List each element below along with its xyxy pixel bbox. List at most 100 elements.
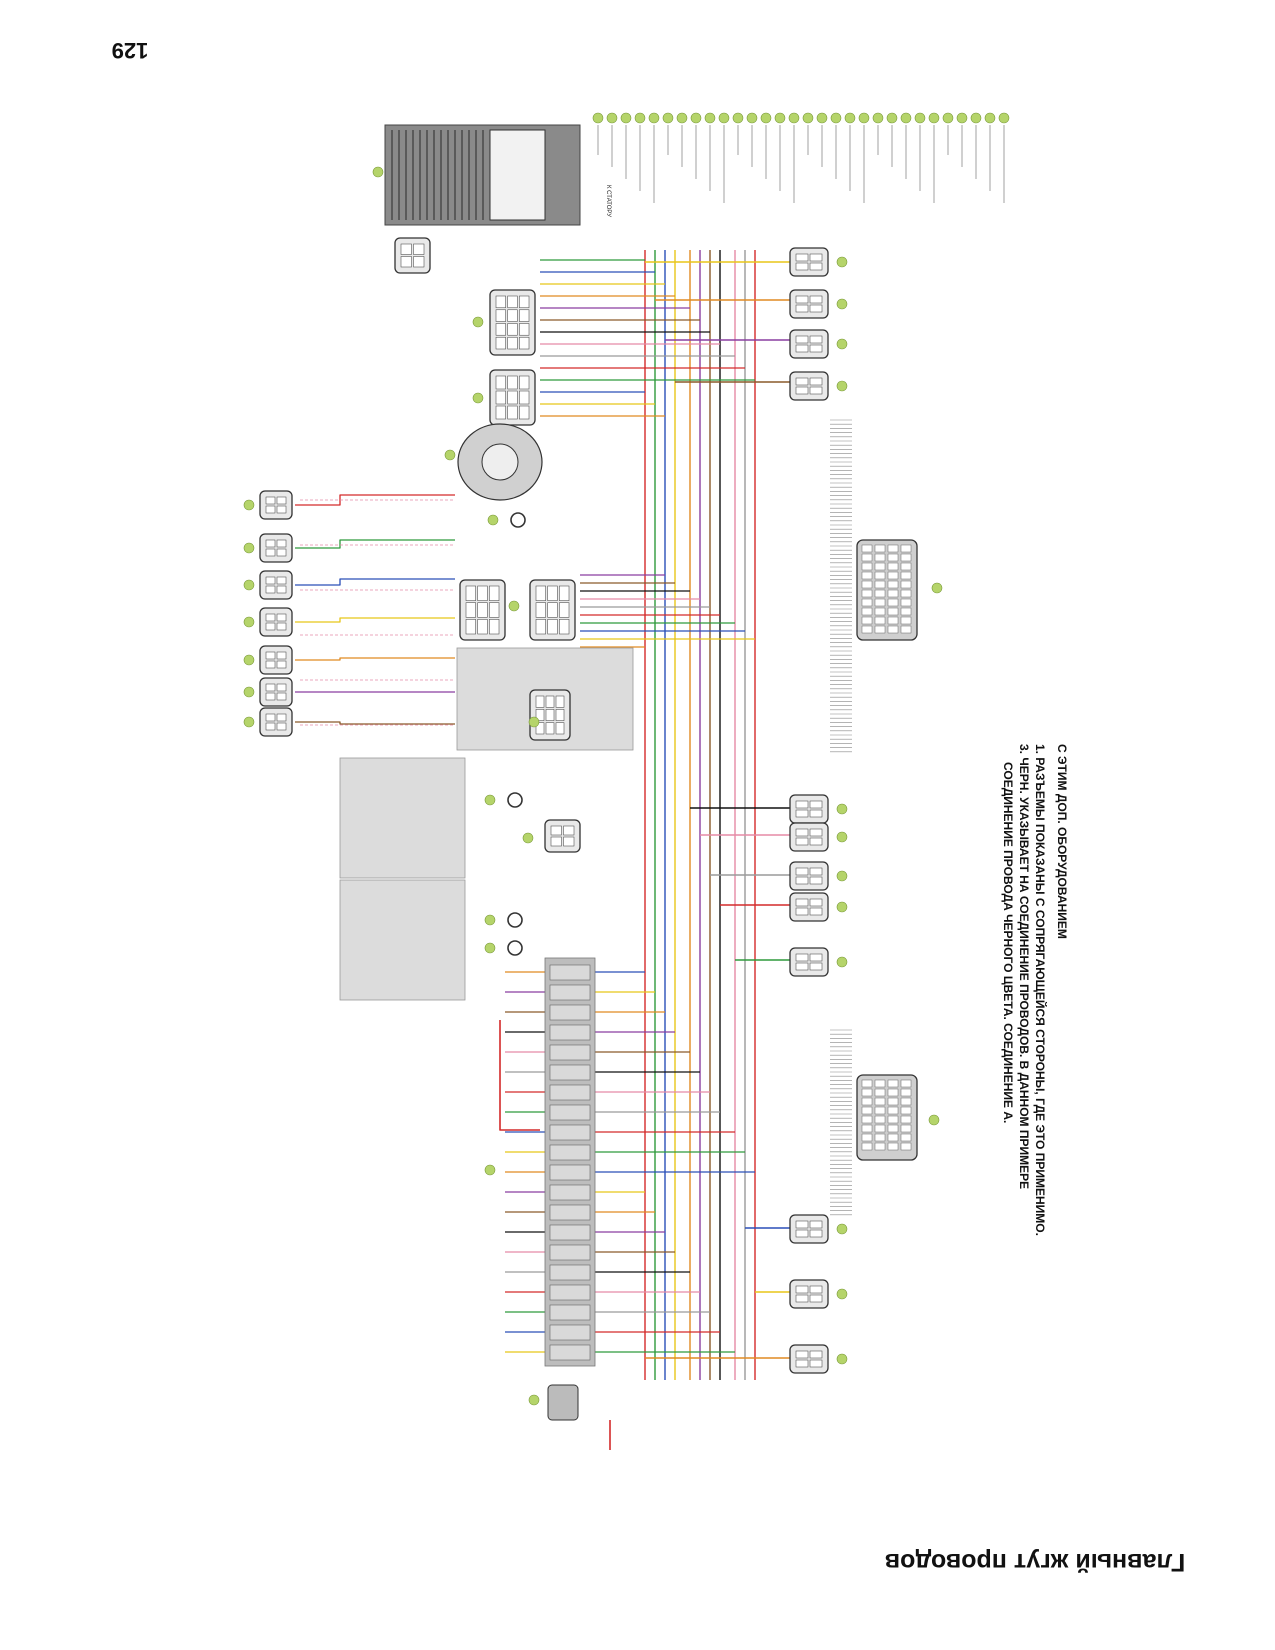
harness-connector-pin [507,375,518,390]
harness-connector-pin [559,619,570,635]
sensor-connector-pin [795,1294,809,1303]
left-connector-pin [265,505,276,514]
left-connector-pin [265,692,276,701]
left-connector [259,607,293,637]
ecu-pin [874,616,886,625]
left-connector-pin [276,651,287,660]
left-connector-pin [265,660,276,669]
notes-line-1: 1. РАЗЪЕМЫ ПОКАЗАНЫ С СОПРЯГАЮЩЕЙСЯ СТОР… [1033,744,1048,1236]
left-connector-pin [265,683,276,692]
component-number-badge [484,914,496,926]
fuse-cell [549,1004,591,1021]
left-connector [259,645,293,675]
throttle-position-sensor [457,423,543,501]
harness-connector-pin [489,585,500,601]
ecu-pin [887,1124,899,1133]
regulator-plug [489,129,546,221]
harness-connector-pin [489,619,500,635]
harness-connector-pin [507,336,518,350]
harness-connector-pin [495,323,506,336]
ecu-pin [887,553,899,562]
fuse-cell [549,1084,591,1101]
left-connector-body [259,677,293,707]
harness-connector-pin [547,585,558,601]
left-connector-pin [265,613,276,622]
ecu-connector-main [856,539,918,641]
component-number-badge [243,716,255,728]
harness-connector-pin [495,375,506,390]
left-connector-pin [265,651,276,660]
component-number-badge [836,831,848,843]
harness-connector [544,819,581,853]
legend-marker [592,112,604,124]
ecu-pin [874,598,886,607]
harness-connector [529,579,576,641]
component-number-badge [836,256,848,268]
harness-connector-pin [477,619,488,635]
fuse-cell [549,1164,591,1181]
ecu-pin [861,1079,873,1088]
ecu-pin [861,1133,873,1142]
ecu-pin [887,1097,899,1106]
harness-connector-pin [519,390,530,405]
sensor-connector-pin [809,867,823,876]
sensor-connector-pin [795,295,809,304]
fuse-cell [549,1224,591,1241]
ecu-pin [887,625,899,634]
fuse-cell [549,1104,591,1121]
left-connector-pin [265,496,276,505]
component-number-badge [836,803,848,815]
ecu-pin [887,589,899,598]
sensor-connector-pin [795,304,809,313]
harness-connector-pin [519,309,530,322]
sensor-connector-pin [795,253,809,262]
left-connector-pin [265,713,276,722]
sensor-connector [789,1214,829,1244]
sensor-connector-pin [795,837,809,846]
ecu-pin [874,1124,886,1133]
ecu-pin [900,1097,912,1106]
sensor-connector-pin [809,1294,823,1303]
component-number-badge [243,686,255,698]
left-connector-pin [265,622,276,631]
left-connector [259,677,293,707]
ecu-pin [874,562,886,571]
left-connector [259,707,293,737]
wire-harness [295,250,790,1450]
sensor-connector-pin [795,344,809,353]
harness-connector [489,369,536,426]
harness-connector-pin [545,709,555,721]
left-connector-body [259,533,293,563]
harness-connector [489,289,536,356]
ecu-pin [900,562,912,571]
ecu-pin [900,1115,912,1124]
legend-marker [886,112,898,124]
harness-connector-pin [465,619,476,635]
legend-marker [984,112,996,124]
sensor-connector-pin [809,295,823,304]
component-number-badge [836,1353,848,1365]
sensor-connector-body [789,822,829,852]
component-number-badge [243,616,255,628]
harness-connector-pin [559,585,570,601]
left-connector [259,490,293,520]
legend-marker [676,112,688,124]
sensor-connector-body [789,1214,829,1244]
sensor-connector-pin [795,867,809,876]
component-number-badge [484,794,496,806]
left-connector [259,533,293,563]
sensor-connector [789,289,829,319]
left-connector-pin [276,585,287,594]
component-number-badge [931,582,943,594]
harness-connector-pin [519,323,530,336]
sensor-connector [789,1344,829,1374]
ecu-pin [887,1079,899,1088]
left-connector-pin [276,713,287,722]
ecu-pin [887,571,899,580]
harness-connector-pin [555,722,565,735]
component-number-badge [836,901,848,913]
component-number-badge [472,316,484,328]
harness-connector-pin [550,825,562,836]
component-number-badge [372,166,384,178]
sensor-connector-pin [809,876,823,885]
